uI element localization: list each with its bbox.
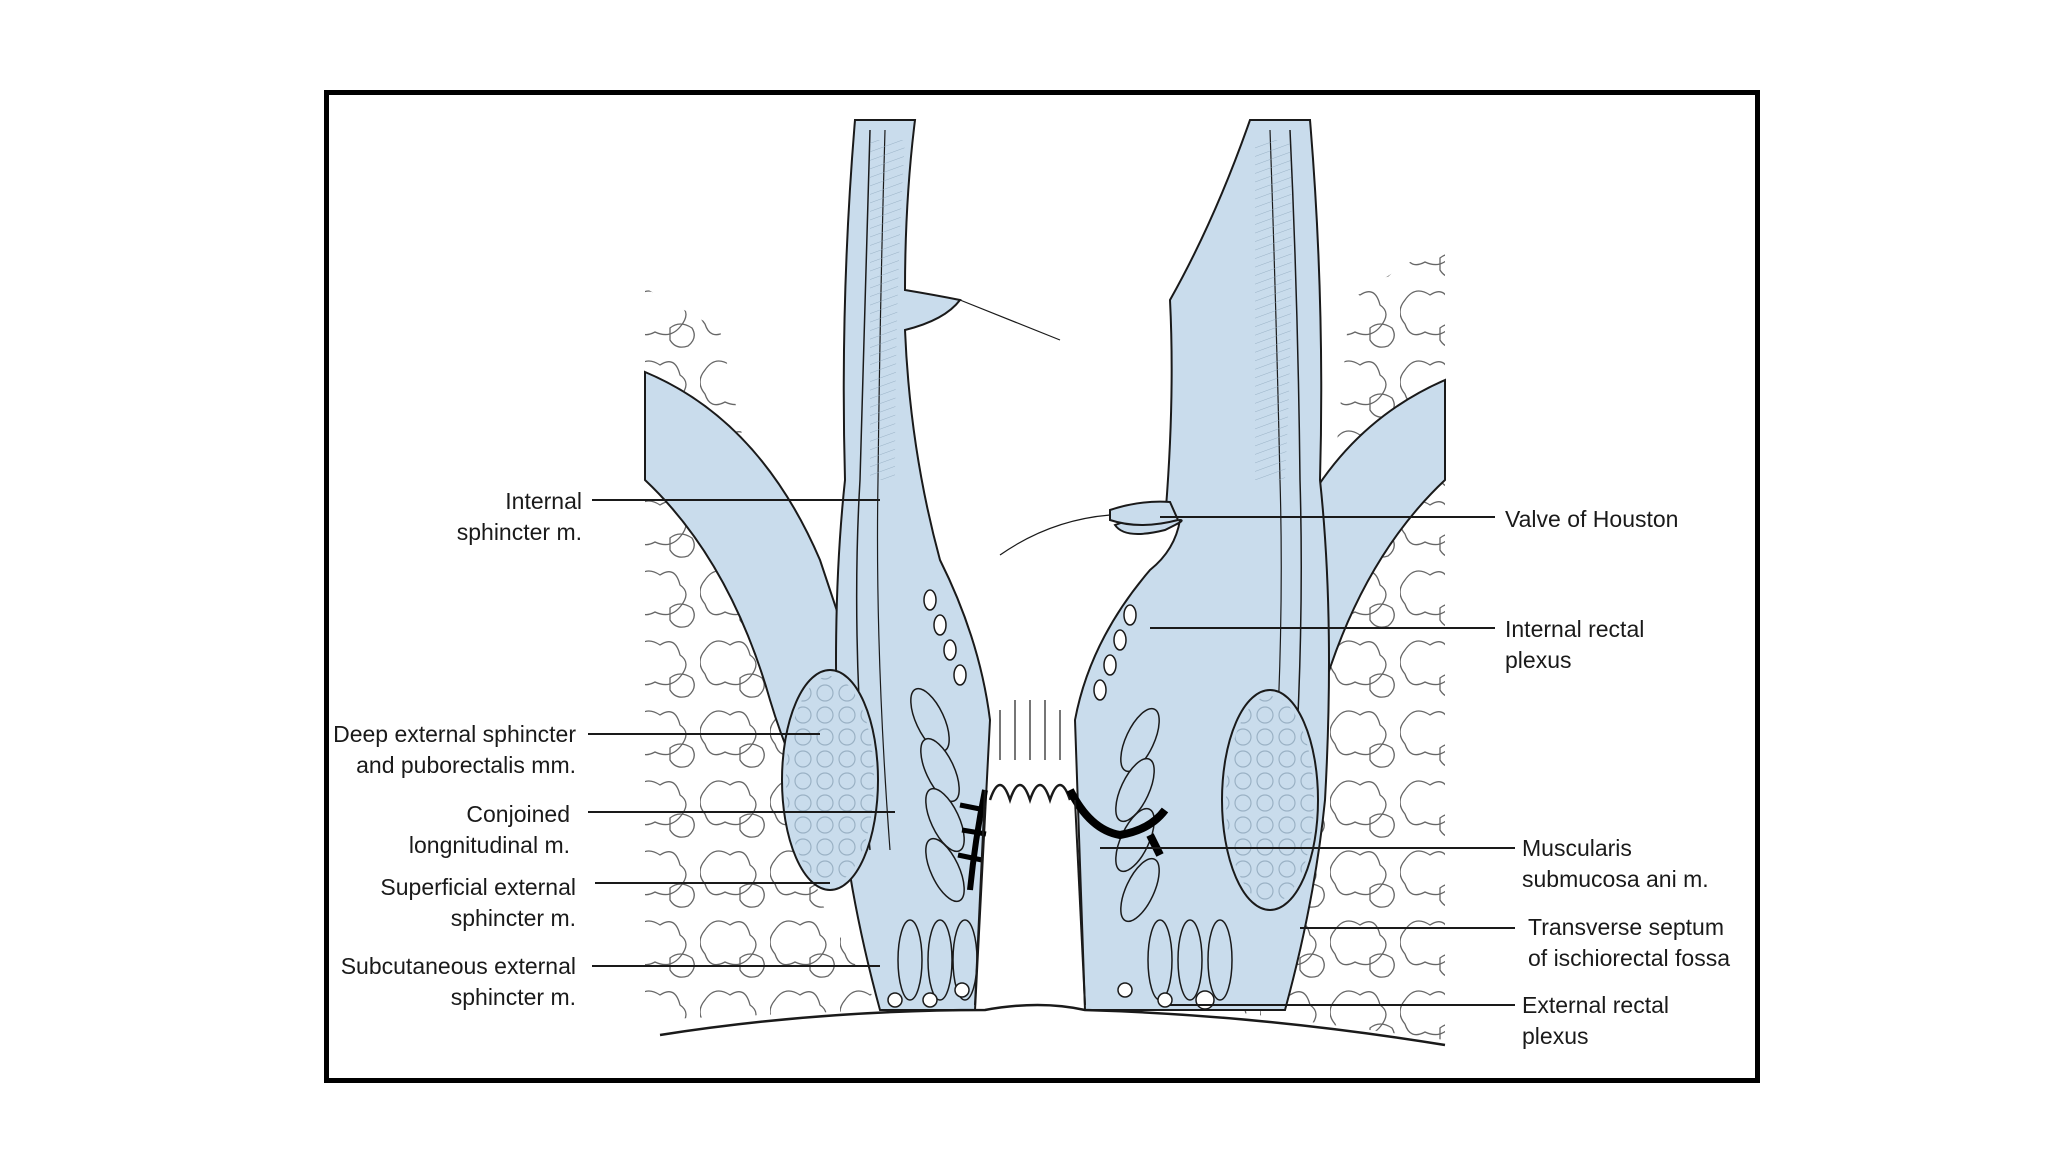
left-muscle-lamellae	[897, 687, 978, 1001]
left-anal-gland-mark	[967, 789, 988, 891]
left-rectal-wall	[835, 119, 992, 1011]
right-anal-gland-mark	[1066, 788, 1169, 857]
perianal-skin	[659, 1003, 1446, 1047]
label-valve-of-houston: Valve of Houston	[1505, 506, 1679, 532]
left-internal-plexus-veins	[923, 589, 967, 686]
right-internal-plexus-veins	[1093, 604, 1137, 701]
anal-columns	[988, 783, 1072, 804]
figure-frame	[324, 90, 1760, 1083]
right-muscle-lamellae	[1115, 707, 1233, 1001]
leader-lines	[588, 499, 1515, 1006]
valve-of-houston-fold	[1109, 500, 1180, 526]
